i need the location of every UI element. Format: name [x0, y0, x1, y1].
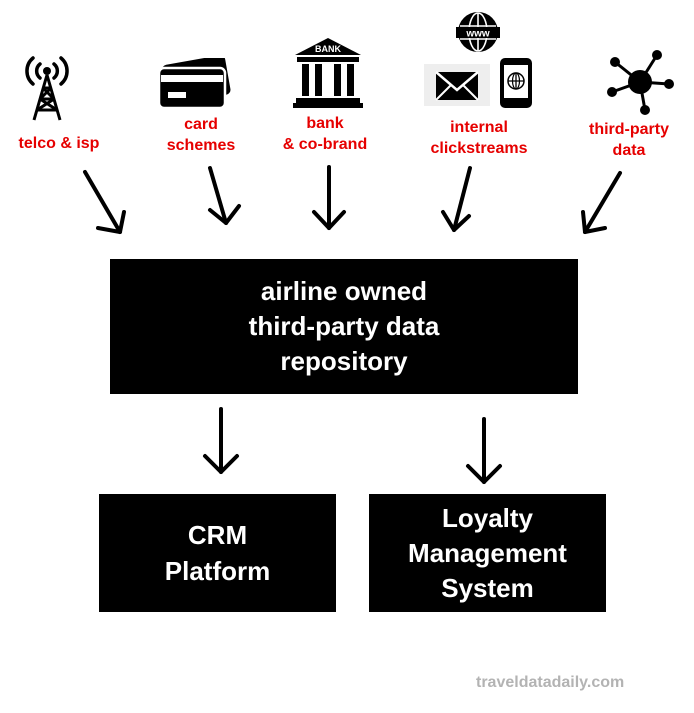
repository-box: airline owned third-party data repositor… [110, 259, 578, 394]
www-globe-mail-phone-icon: www [424, 12, 532, 108]
envelope-icon [435, 71, 479, 101]
bank-building-icon: BANK [293, 38, 363, 108]
network-nodes-icon [607, 50, 674, 115]
source-label-line2: & co-brand [282, 136, 368, 153]
source-label-card-schemes: card schemes [146, 114, 256, 156]
loyalty-management-box: Loyalty Management System [369, 494, 606, 612]
source-label-telco-line1: telco & isp [18, 135, 100, 152]
loyalty-line3: System [441, 572, 534, 603]
source-label-line1: card [184, 116, 218, 133]
repository-line2: third-party data [248, 311, 440, 341]
source-label-telco: telco & isp [4, 133, 114, 154]
www-icon-text: www [465, 29, 490, 40]
smartphone-icon [500, 58, 532, 108]
source-label-clickstreams: internal clickstreams [414, 117, 544, 159]
source-label-line2: schemes [166, 137, 236, 154]
crm-line2: Platform [164, 556, 271, 586]
source-label-third-party: third-party data [574, 119, 684, 161]
source-label-line1: internal [450, 119, 508, 136]
globe-icon: www [456, 12, 500, 52]
arrow-repository-to-crm [203, 407, 239, 474]
watermark: traveldatadaily.com [476, 674, 625, 691]
repository-line3: repository [280, 346, 408, 376]
loyalty-line1: Loyalty [441, 502, 534, 533]
source-label-line1: bank [306, 115, 344, 132]
arrow-telco-to-repository [83, 170, 126, 234]
loyalty-line2: Management [408, 537, 567, 568]
source-label-line1: third-party [589, 121, 669, 138]
antenna-tower-icon [25, 56, 69, 121]
crm-platform-box: CRM Platform [99, 494, 336, 612]
arrow-repository-to-loyalty [466, 417, 502, 484]
source-label-line2: clickstreams [430, 140, 528, 157]
credit-card-icon [157, 58, 231, 108]
arrow-card-to-repository [208, 166, 241, 225]
bank-icon-text: BANK [315, 44, 341, 54]
arrow-clickstreams-to-repository [441, 166, 472, 232]
repository-line1: airline owned [260, 276, 428, 306]
arrow-bank-to-repository [312, 165, 346, 230]
arrow-third-party-to-repository [581, 171, 622, 234]
crm-line1: CRM [187, 520, 248, 550]
source-label-bank: bank & co-brand [270, 113, 380, 155]
source-label-line2: data [612, 142, 646, 159]
